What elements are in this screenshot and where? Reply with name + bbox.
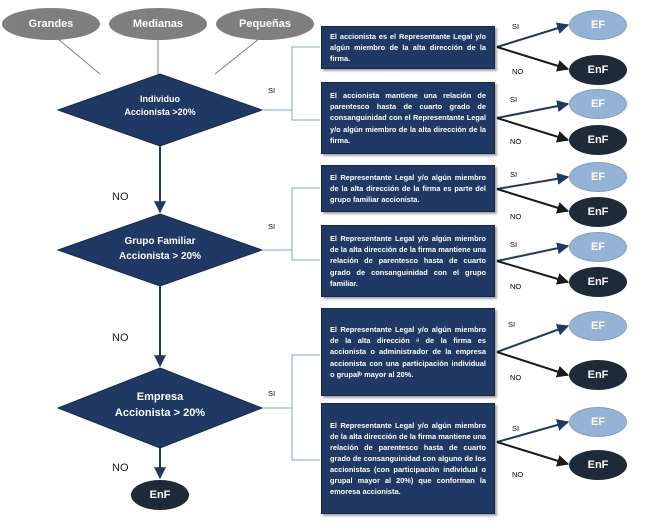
no-label: NO bbox=[112, 191, 129, 203]
criterion-box: El accionista es el Representante Legal … bbox=[321, 26, 495, 69]
outcome-label: EF bbox=[590, 19, 606, 31]
decision-label-grupo-familiar: Grupo Familiar Accionista > 20% bbox=[84, 235, 236, 264]
outcome-oval-ef: EF bbox=[569, 10, 627, 40]
no-label: NO bbox=[510, 373, 522, 382]
outcome-oval-ef: EF bbox=[569, 407, 627, 437]
outcome-arrows bbox=[496, 22, 570, 467]
outcome-oval-ef: EF bbox=[569, 89, 627, 119]
outcome-label: EF bbox=[590, 416, 606, 428]
no-label: NO bbox=[510, 212, 522, 221]
outcome-label: EnF bbox=[149, 489, 171, 501]
no-label: NO bbox=[512, 470, 524, 479]
criterion-box: El accionista mantiene una relación de p… bbox=[321, 82, 495, 154]
decision-title: Grupo Familiar bbox=[124, 236, 196, 247]
size-oval-grandes: Grandes bbox=[2, 8, 100, 40]
outcome-oval-enf: EnF bbox=[569, 125, 627, 155]
outcome-label: EnF bbox=[587, 64, 609, 76]
size-label: Grandes bbox=[28, 18, 74, 30]
decision-title: Empresa bbox=[136, 391, 184, 403]
si-label: SI bbox=[268, 222, 276, 231]
no-label: NO bbox=[512, 67, 524, 76]
criterion-text: El accionista es el Representante Legal … bbox=[330, 31, 486, 64]
si-label: SI bbox=[268, 86, 276, 95]
outcome-label: EnF bbox=[587, 276, 609, 288]
decision-title: Individuo bbox=[140, 94, 180, 104]
outcome-label: EF bbox=[590, 241, 606, 253]
outcome-label: EF bbox=[590, 171, 606, 183]
outcome-label: EnF bbox=[587, 459, 609, 471]
si-label: SI bbox=[508, 320, 516, 329]
si-label: SI bbox=[510, 170, 518, 179]
outcome-label: EnF bbox=[587, 206, 609, 218]
outcome-label: EnF bbox=[587, 369, 609, 381]
outcome-oval-enf: EnF bbox=[569, 197, 627, 227]
si-label: SI bbox=[268, 389, 276, 398]
criterion-text: El Representante Legal y/o algún miembro… bbox=[330, 234, 486, 288]
criterion-text: El Representante Legal y/o algún miembro… bbox=[330, 325, 486, 379]
final-outcome-oval-enf: EnF bbox=[131, 480, 189, 510]
outcome-oval-enf: EnF bbox=[569, 267, 627, 297]
si-label: SI bbox=[512, 22, 520, 31]
no-label: NO bbox=[510, 137, 522, 146]
outcome-oval-ef: EF bbox=[569, 311, 627, 341]
si-label: SI bbox=[510, 240, 518, 249]
no-label: NO bbox=[112, 332, 129, 344]
criterion-box: El Representante Legal y/o algún miembro… bbox=[321, 308, 495, 396]
outcome-oval-enf: EnF bbox=[569, 450, 627, 480]
outcome-label: EnF bbox=[587, 134, 609, 146]
criterion-text: El Representante Legal y/o algún miembro… bbox=[330, 420, 486, 497]
decision-subtitle: Accionista >20% bbox=[124, 107, 196, 118]
size-connectors bbox=[51, 33, 266, 75]
outcome-oval-ef: EF bbox=[569, 232, 627, 262]
criterion-text: El Representante Legal y/o algún miembro… bbox=[330, 172, 486, 205]
decision-label-individuo: Individuo Accionista >20% bbox=[90, 93, 230, 119]
outcome-oval-enf: EnF bbox=[569, 55, 627, 85]
si-label: SI bbox=[510, 95, 518, 104]
outcome-label: EF bbox=[590, 98, 606, 110]
outcome-label: EF bbox=[590, 320, 606, 332]
size-oval-pequenas: Pequeñas bbox=[216, 8, 314, 40]
decision-subtitle: Accionista > 20% bbox=[119, 250, 201, 262]
criterion-box: El Representante Legal y/o algún miembro… bbox=[321, 225, 495, 297]
decision-label-empresa: Empresa Accionista > 20% bbox=[84, 390, 236, 422]
criterion-box: El Representante Legal y/o algún miembro… bbox=[321, 165, 495, 212]
no-label: NO bbox=[112, 462, 129, 474]
size-oval-medianas: Medianas bbox=[109, 8, 207, 40]
outcome-oval-ef: EF bbox=[569, 162, 627, 192]
size-label: Pequeñas bbox=[239, 18, 291, 30]
criterion-text: El accionista mantiene una relación de p… bbox=[330, 91, 486, 145]
no-label: NO bbox=[510, 282, 522, 291]
outcome-oval-enf: EnF bbox=[569, 360, 627, 390]
criterion-box: El Representante Legal y/o algún miembro… bbox=[321, 403, 495, 514]
si-brackets bbox=[262, 46, 320, 461]
size-label: Medianas bbox=[132, 18, 184, 30]
si-label: SI bbox=[512, 424, 520, 433]
decision-subtitle: Accionista > 20% bbox=[114, 406, 206, 419]
